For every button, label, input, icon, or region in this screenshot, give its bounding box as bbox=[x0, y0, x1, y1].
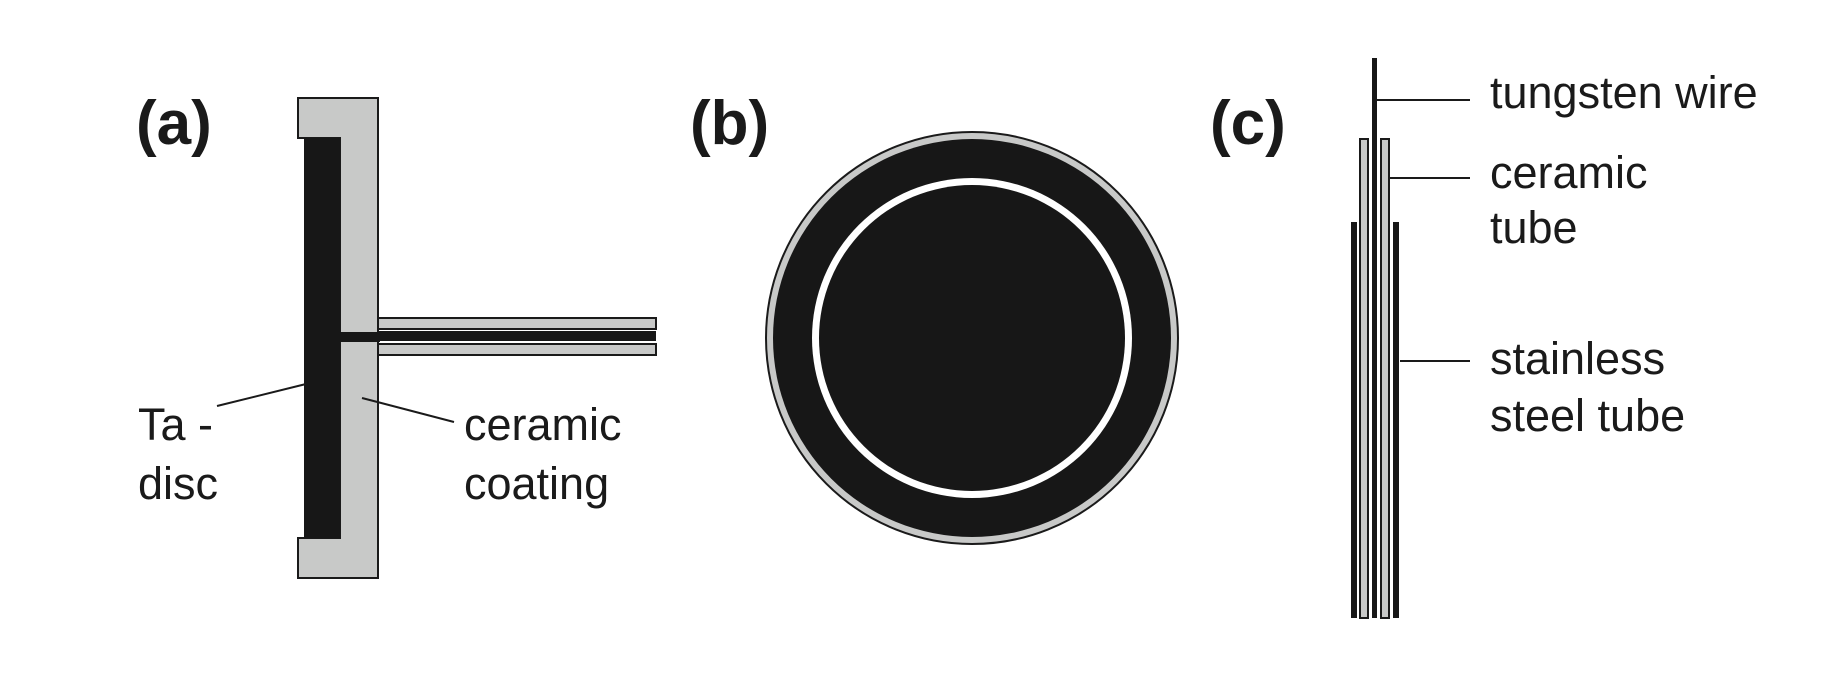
horizontal-ceramic-tube-top bbox=[377, 317, 657, 330]
stainless-steel-tube-left-wall bbox=[1351, 222, 1357, 618]
panel-c-label: (c) bbox=[1210, 89, 1286, 158]
ceramic-coating-label-line1: ceramic bbox=[464, 399, 622, 450]
horizontal-inner-wire bbox=[378, 331, 656, 341]
ta-disc-label-line1: Ta - bbox=[138, 399, 213, 450]
panel-b: (b) bbox=[690, 89, 1179, 545]
ceramic-tube-left-wall bbox=[1359, 138, 1369, 619]
stainless-steel-tube-label-line1: stainless bbox=[1490, 333, 1665, 384]
ta-disc-label-line2: disc bbox=[138, 458, 218, 509]
ta-disc-face bbox=[819, 185, 1125, 491]
ceramic-coating-label-line2: coating bbox=[464, 458, 609, 509]
ceramic-tube-label-line1: ceramic bbox=[1490, 147, 1648, 198]
ceramic-tube-label-line2: tube bbox=[1490, 202, 1578, 253]
stainless-steel-tube-right-wall bbox=[1393, 222, 1399, 618]
ceramic-tube-right-wall bbox=[1380, 138, 1390, 619]
tungsten-wire bbox=[1372, 58, 1377, 618]
panel-c: (c) tungsten wire ceramic tube stainless… bbox=[1210, 58, 1758, 619]
stainless-steel-tube-label-line2: steel tube bbox=[1490, 390, 1685, 441]
panel-b-label: (b) bbox=[690, 89, 769, 158]
ta-disc-leader bbox=[216, 383, 307, 407]
panel-a: (a) Ta - disc ceramic coating bbox=[136, 89, 657, 579]
panel-a-label: (a) bbox=[136, 89, 212, 158]
ta-disc-center-wire bbox=[340, 332, 380, 342]
ta-disc bbox=[304, 138, 340, 538]
tungsten-wire-label: tungsten wire bbox=[1490, 67, 1758, 118]
horizontal-ceramic-tube-bottom bbox=[377, 343, 657, 356]
ceramic-coating-leader bbox=[361, 397, 455, 423]
